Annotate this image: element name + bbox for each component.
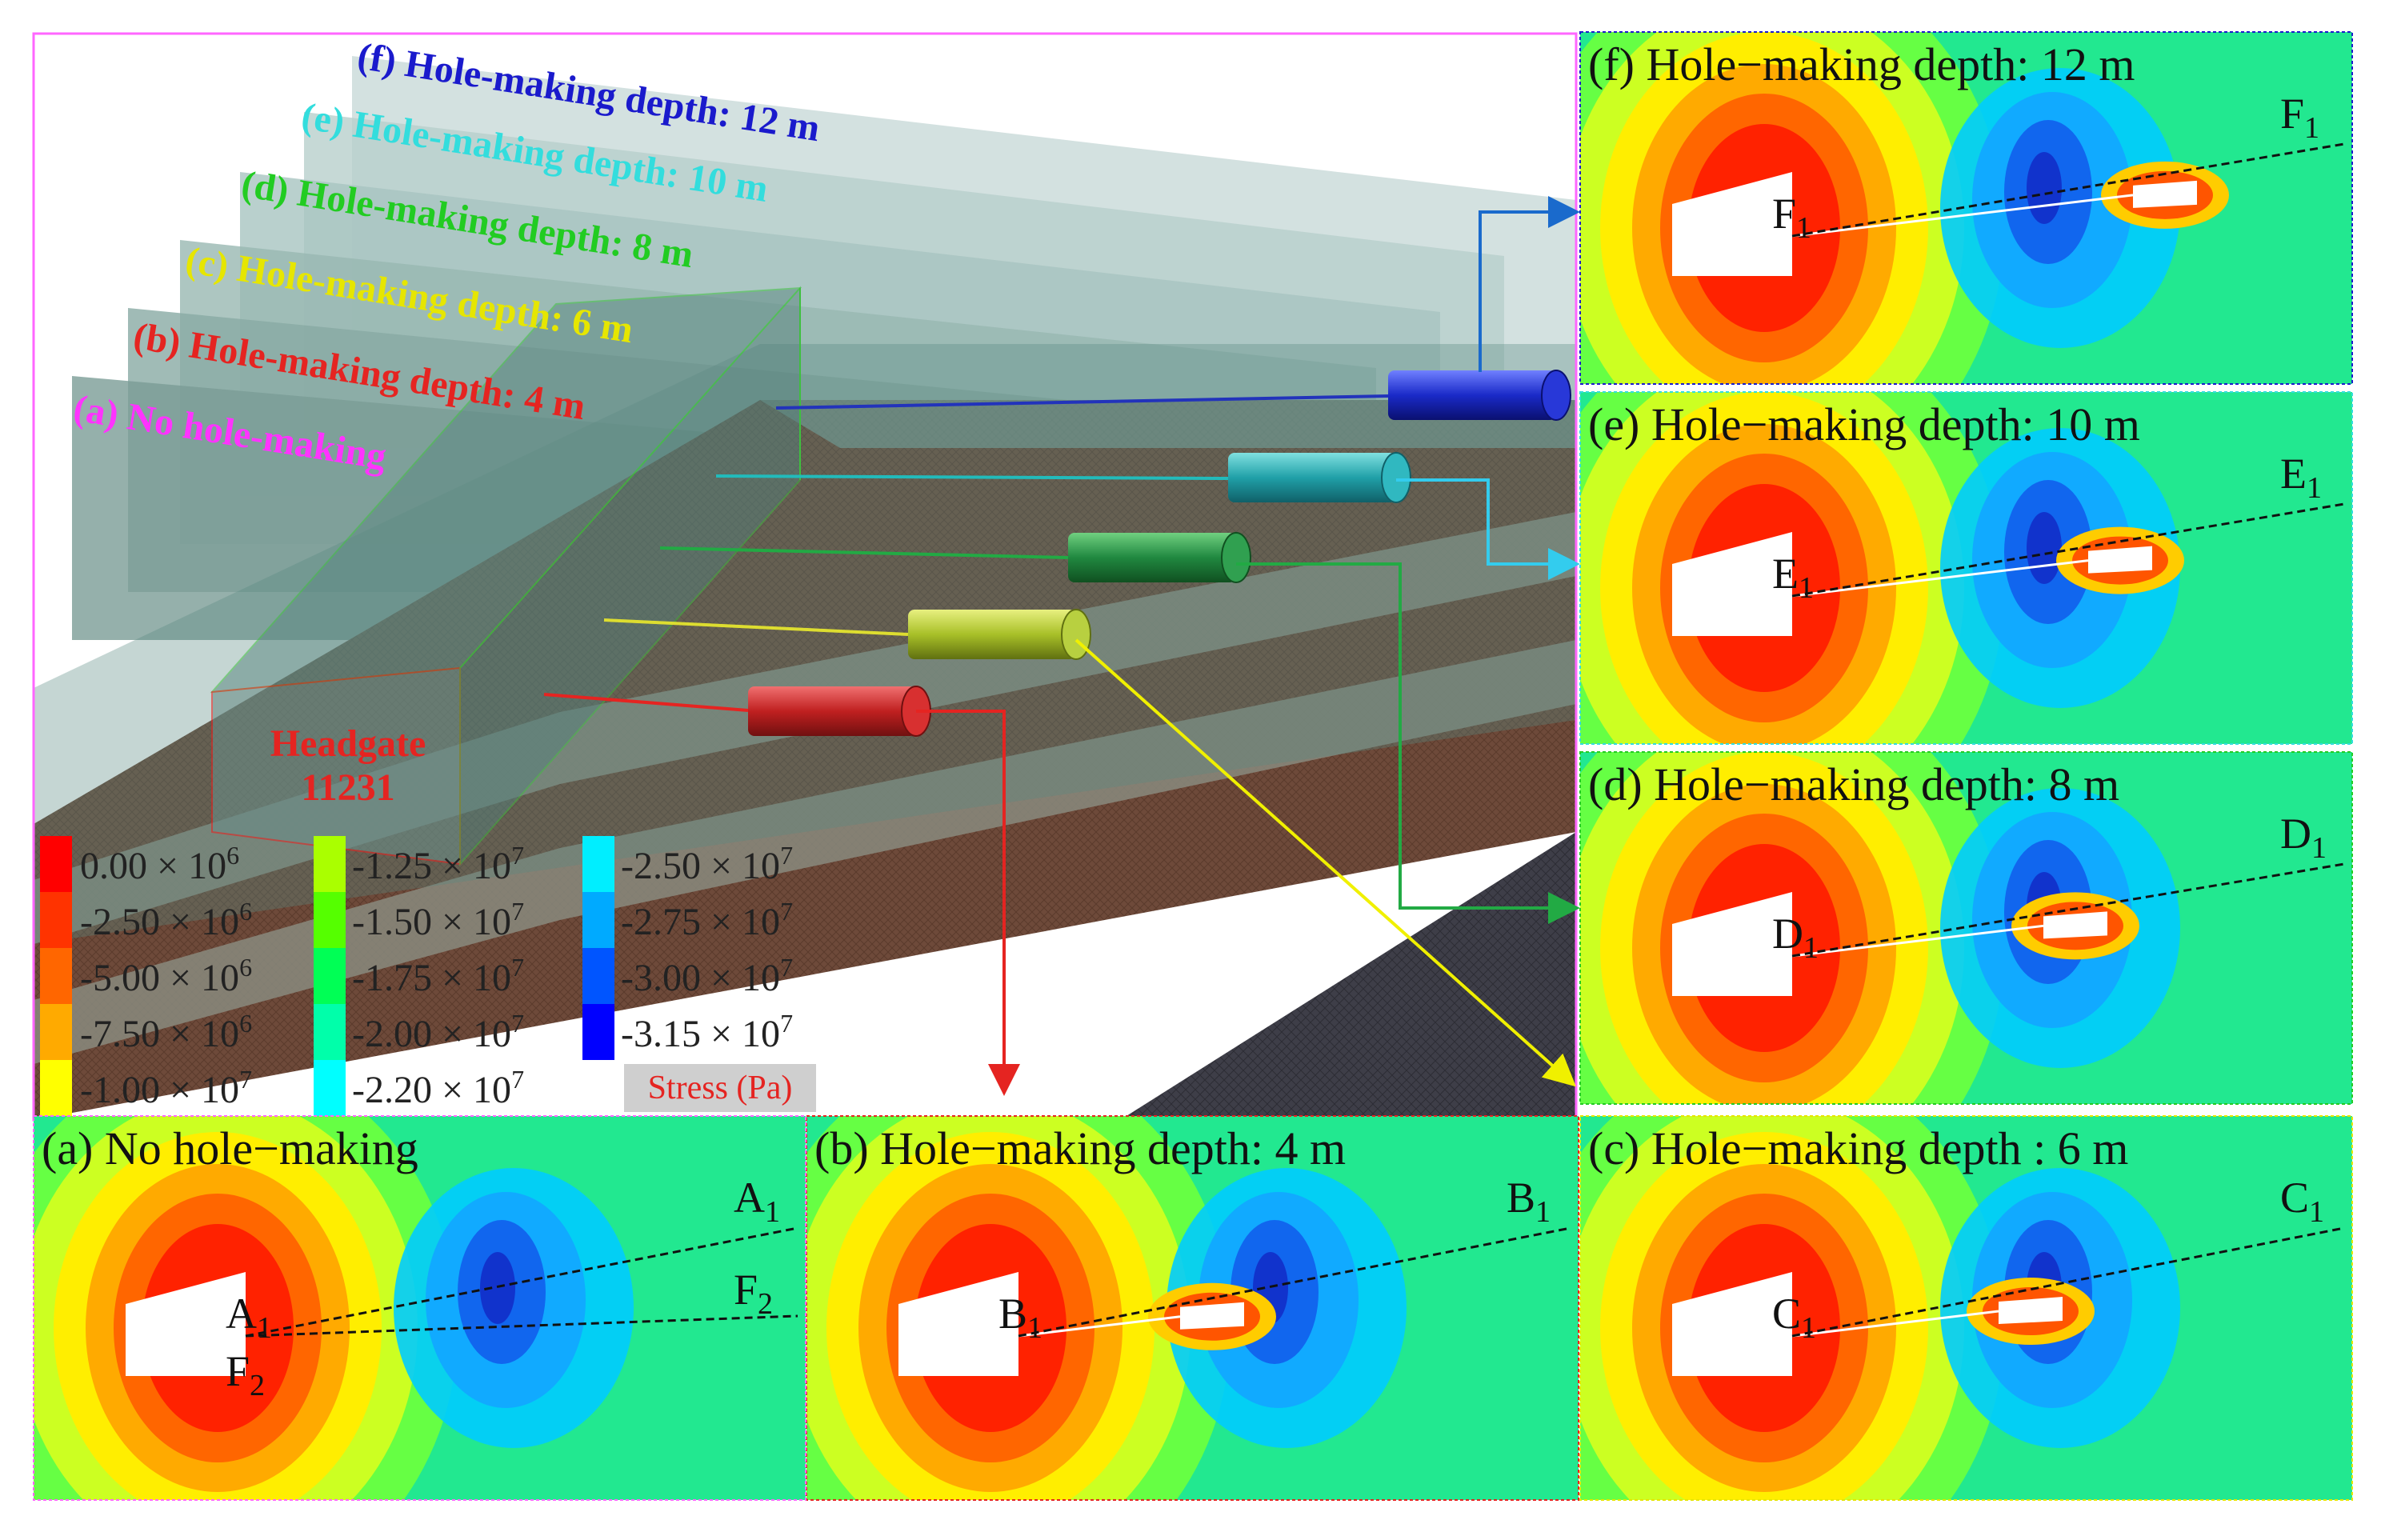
relief-hole: [2088, 546, 2152, 574]
monitor-line-2: [245, 1314, 798, 1338]
point-label-start: A1: [226, 1290, 272, 1345]
legend-swatch: [40, 836, 72, 892]
point-label-start: D1: [1772, 910, 1819, 965]
legend-label: -2.50 × 107: [621, 841, 793, 887]
legend-label: -2.20 × 107: [352, 1065, 524, 1111]
panel-title: (b) Hole−making depth: 4 m: [814, 1122, 1346, 1174]
drill-holes: [543, 370, 1571, 737]
legend-swatch: [314, 836, 346, 892]
panel-frame: [1579, 31, 2353, 385]
panel-title: (d) Hole−making depth: 8 m: [1588, 758, 2119, 810]
roadway-section: [1672, 1272, 1792, 1376]
legend-swatch: [582, 892, 614, 948]
arrow-d: [1236, 562, 1580, 924]
panel-frame: [33, 1115, 806, 1501]
monitor-line: [1018, 1226, 1571, 1338]
legend-label: -5.00 × 106: [80, 953, 252, 999]
legend-swatch: [582, 948, 614, 1004]
legend-label: -2.00 × 107: [352, 1009, 524, 1055]
roadway-section: [898, 1272, 1018, 1376]
arrow-b: [916, 710, 1020, 1096]
legend-swatch: [40, 1004, 72, 1060]
cylinder-cyan: [1228, 452, 1411, 503]
monitor-line: [1791, 142, 2345, 238]
monitor-line: [1791, 1226, 2345, 1338]
cylinder-red: [748, 686, 931, 737]
panel-frame: [1579, 1115, 2353, 1501]
legend-swatch: [40, 892, 72, 948]
stress-legend: 0.00 × 106 -2.50 × 106 -5.00 × 106 -7.50 × …: [40, 836, 816, 1116]
headgate-label: Headgate: [270, 722, 426, 765]
legend-title: Stress (Pa): [648, 1070, 793, 1106]
cylinder-green: [1068, 532, 1251, 583]
legend-swatch: [40, 948, 72, 1004]
legend-label: -2.50 × 106: [80, 897, 252, 943]
monitor-line: [1791, 862, 2345, 958]
model-view: Headgate 11231: [34, 34, 1576, 1120]
legend-label: -1.00 × 107: [80, 1065, 252, 1111]
relief-hole: [1180, 1302, 1244, 1330]
legend-label: -7.50 × 106: [80, 1009, 252, 1055]
legend-swatch: [314, 1004, 346, 1060]
point-label-start: F1: [1772, 190, 1811, 245]
cylinder-yellow: [908, 609, 1091, 660]
arrow-f: [1479, 196, 1580, 372]
roadway-section: [126, 1272, 246, 1376]
legend-label: -1.75 × 107: [352, 953, 524, 999]
panel-title: (a) No hole−making: [42, 1122, 418, 1174]
legend-swatch: [40, 1060, 72, 1116]
arrow-e: [1396, 478, 1580, 580]
legend-swatch: [582, 836, 614, 892]
legend-label: -3.00 × 107: [621, 953, 793, 999]
legend-swatch: [314, 948, 346, 1004]
panel-frame: [1579, 751, 2353, 1105]
legend-swatch: [314, 1060, 346, 1116]
relief-hole: [2043, 911, 2107, 939]
panel-title: (e) Hole−making depth: 10 m: [1588, 398, 2140, 450]
legend-label: -1.25 × 107: [352, 841, 524, 887]
relief-hole: [2133, 180, 2197, 208]
panel-frame: [1579, 391, 2353, 745]
legend-swatch: [582, 1004, 614, 1060]
legend-label: -2.75 × 107: [621, 897, 793, 943]
connector-arrows: [916, 196, 1580, 1096]
point-label-start-2: F2: [226, 1347, 265, 1402]
arrow-c: [1074, 638, 1576, 1087]
legend-swatch: [314, 892, 346, 948]
cylinder-blue: [1388, 370, 1571, 421]
headgate-number: 11231: [301, 766, 394, 809]
monitor-line: [1791, 502, 2345, 598]
panel-title: (c) Hole−making depth : 6 m: [1588, 1122, 2128, 1174]
monitor-line: [245, 1226, 798, 1338]
legend-label: 0.00 × 106: [80, 841, 239, 887]
roadway-section: [1672, 172, 1792, 276]
legend-label: -3.15 × 107: [621, 1009, 793, 1055]
point-label-start: C1: [1772, 1290, 1816, 1345]
roadway-section: [1672, 892, 1792, 996]
roadway-section: [1672, 532, 1792, 636]
strata-block: [34, 286, 1576, 1120]
relief-hole: [1999, 1297, 2063, 1325]
legend-label: -1.50 × 107: [352, 897, 524, 943]
legend-title-bg: [624, 1064, 816, 1112]
panel-title: (f) Hole−making depth: 12 m: [1588, 38, 2135, 90]
